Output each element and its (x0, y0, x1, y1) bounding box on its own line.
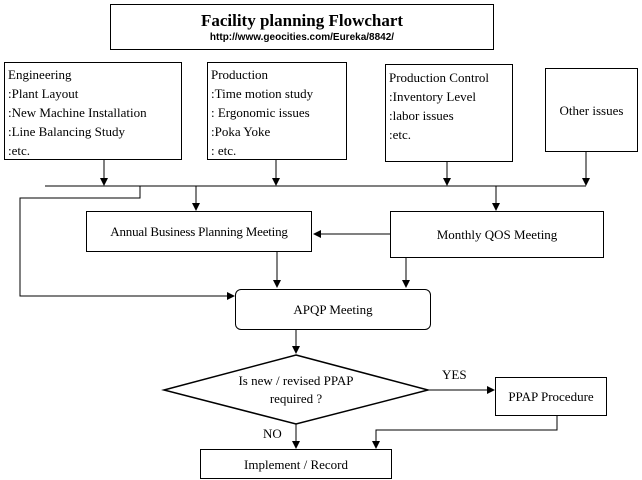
engineering-item: :Line Balancing Study (8, 124, 125, 139)
ppap-procedure-label: PPAP Procedure (508, 389, 594, 404)
production-title: Production (211, 67, 269, 82)
apqp-meeting-label: APQP Meeting (293, 302, 373, 317)
engineering-item: :Plant Layout (8, 86, 79, 101)
other-issues-label: Other issues (559, 102, 624, 118)
production-item: : etc. (211, 143, 237, 158)
engineering-box: Engineering :Plant Layout :New Machine I… (4, 62, 182, 160)
implement-record-box: Implement / Record (200, 449, 392, 479)
yes-label: YES (442, 367, 467, 382)
production-control-title: Production Control (389, 70, 490, 85)
engineering-item: :New Machine Installation (8, 105, 147, 120)
ppap-procedure-box: PPAP Procedure (495, 377, 607, 416)
annual-meeting-label: Annual Business Planning Meeting (110, 224, 288, 239)
decision-line-1: Is new / revised PPAP (238, 373, 354, 388)
engineering-title: Engineering (8, 67, 72, 82)
implement-record-label: Implement / Record (244, 456, 348, 472)
production-box: Production :Time motion study : Ergonomi… (207, 62, 347, 160)
engineering-item: :etc. (8, 143, 31, 158)
no-label: NO (263, 426, 282, 441)
other-issues-box: Other issues (545, 68, 638, 152)
monthly-meeting-box: Monthly QOS Meeting (390, 211, 604, 258)
bypass-line (19, 186, 235, 300)
arrow-ppap-to-implement (372, 416, 558, 449)
production-item: : Ergonomic issues (211, 105, 310, 120)
flowchart-title: Facility planning Flowchart (200, 11, 404, 30)
production-control-item: :labor issues (389, 108, 454, 123)
decision-question: Is new / revised PPAP required ? (200, 372, 392, 408)
production-item: :Time motion study (211, 86, 314, 101)
apqp-meeting-box: APQP Meeting (235, 289, 431, 330)
production-control-item: :Inventory Level (389, 89, 476, 104)
header-box: Facility planning Flowchart http://www.g… (110, 4, 494, 50)
production-item: :Poka Yoke (211, 124, 271, 139)
annual-meeting-box: Annual Business Planning Meeting (86, 211, 312, 252)
source-url: http://www.geocities.com/Eureka/8842/ (209, 32, 395, 43)
decision-line-2: required ? (269, 391, 323, 406)
production-control-box: Production Control :Inventory Level :lab… (385, 64, 513, 162)
monthly-meeting-label: Monthly QOS Meeting (436, 227, 558, 242)
production-control-item: :etc. (389, 127, 412, 142)
decision-diamond (161, 354, 431, 425)
